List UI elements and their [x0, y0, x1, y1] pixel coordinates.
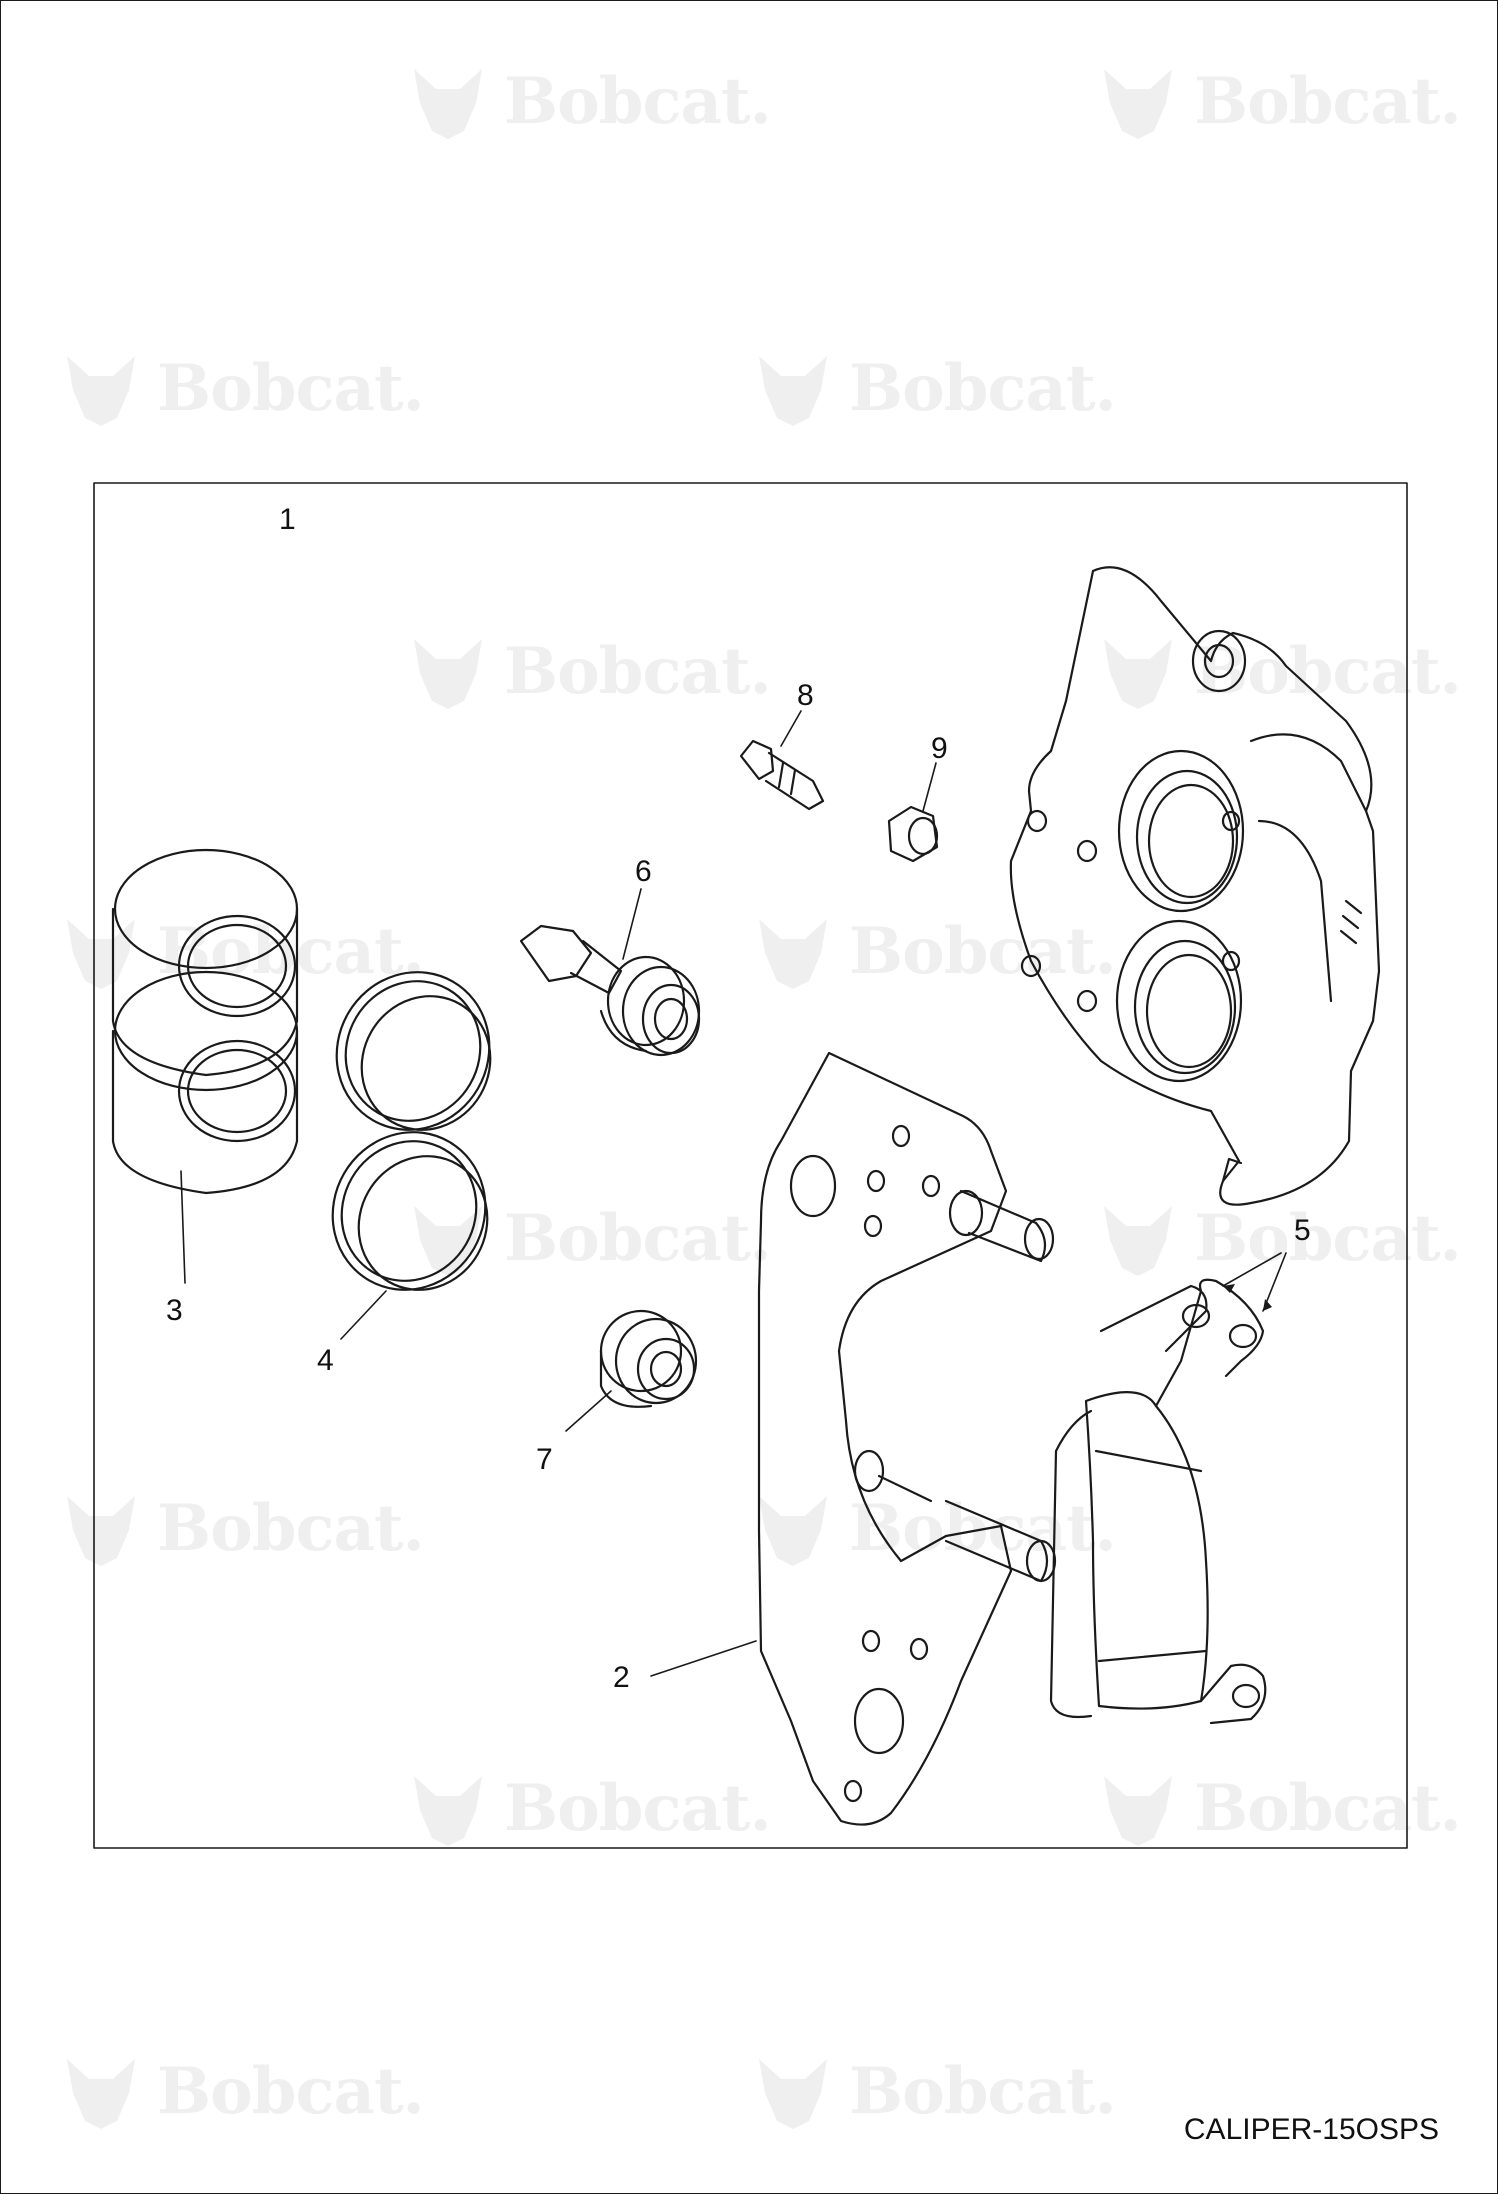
- bleeder-cap-part-9: [887, 805, 939, 863]
- leader-2: [650, 1640, 757, 1677]
- leader-5a: [1222, 1252, 1282, 1287]
- leader-6: [622, 888, 642, 960]
- leader-7: [565, 1390, 612, 1432]
- boot-part-7: [599, 1309, 698, 1408]
- kit-frame: [93, 482, 1408, 1849]
- callout-9: 9: [931, 732, 948, 765]
- callout-2: 2: [613, 1661, 630, 1694]
- callout-4: 4: [317, 1344, 334, 1377]
- arrowhead: [1263, 1299, 1272, 1311]
- caliper-housing: [1009, 566, 1381, 1206]
- seal-part-4: [331, 971, 492, 1291]
- leader-9: [922, 762, 937, 812]
- piston-part-3: [111, 848, 299, 1195]
- bleeder-screw-part-8: [739, 739, 825, 811]
- callout-7: 7: [536, 1443, 553, 1476]
- mounting-bracket-part-2: [757, 1051, 1057, 1826]
- callout-5: 5: [1294, 1214, 1311, 1247]
- callout-8: 8: [797, 679, 814, 712]
- callout-6: 6: [635, 855, 652, 888]
- callout-1: 1: [279, 503, 296, 536]
- brake-pad-part-5: [1049, 1278, 1267, 1725]
- leader-lines: [180, 710, 1287, 1677]
- guide-pin-part-6: [519, 924, 701, 1057]
- drawing-id: CALIPER-15OSPS: [1183, 2113, 1439, 2146]
- leader-8: [780, 710, 802, 747]
- leader-4: [340, 1290, 387, 1340]
- leader-3: [180, 1170, 186, 1284]
- arrowhead: [1223, 1284, 1235, 1293]
- callout-3: 3: [166, 1294, 183, 1327]
